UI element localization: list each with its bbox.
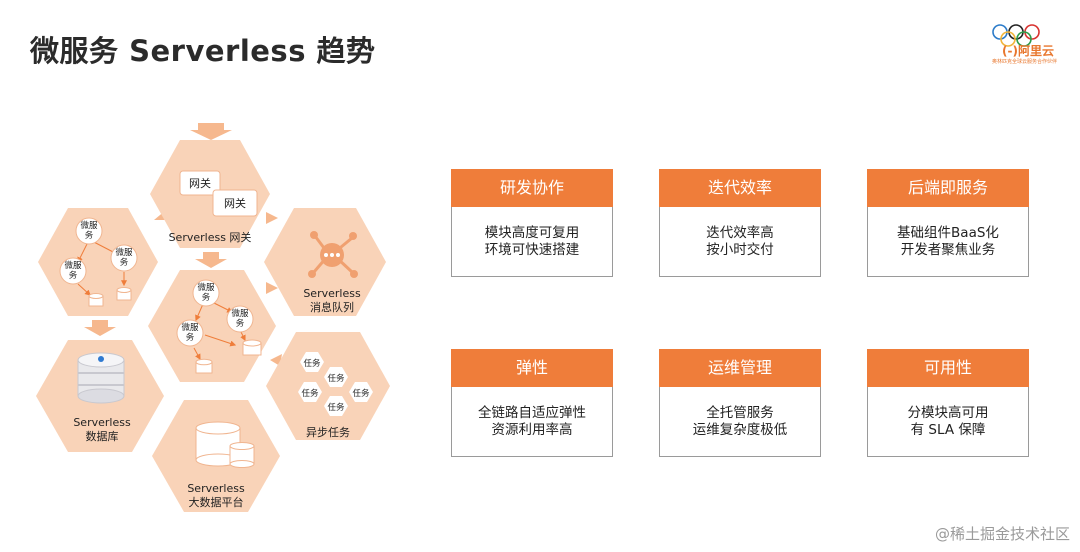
card-line: 资源利用率高 bbox=[491, 421, 573, 438]
task-node-5 bbox=[324, 396, 348, 416]
bigdata-label-1: Serverless bbox=[187, 482, 245, 495]
micro-db-b-icon bbox=[116, 287, 132, 301]
gateway-node-b bbox=[212, 189, 258, 217]
center-to-mq-arrow-icon bbox=[266, 282, 278, 294]
card-line: 迭代效率高 bbox=[706, 224, 774, 241]
card-body: 迭代效率高 按小时交付 bbox=[659, 207, 821, 277]
micro-node-b-label: 微服务 bbox=[115, 247, 133, 268]
card-line: 全托管服务 bbox=[706, 404, 774, 421]
micro-to-db-arrow-icon bbox=[84, 320, 116, 336]
card-title: 研发协作 bbox=[451, 169, 613, 207]
card-body: 全链路自适应弹性 资源利用率高 bbox=[451, 387, 613, 457]
card-line: 按小时交付 bbox=[706, 241, 774, 258]
card-availability: 可用性 分模块高可用 有 SLA 保障 bbox=[867, 349, 1029, 457]
center-node-a bbox=[192, 279, 220, 307]
gateway-to-micro-arrow-icon bbox=[154, 210, 168, 220]
card-rd-collaboration: 研发协作 模块高度可复用 环境可快速搭建 bbox=[451, 169, 613, 277]
card-elasticity: 弹性 全链路自适应弹性 资源利用率高 bbox=[451, 349, 613, 457]
task-node-2 bbox=[324, 367, 348, 387]
task-node-3-label: 任务 bbox=[301, 388, 319, 399]
aliyun-logo: (-)阿里云 bbox=[1002, 44, 1054, 58]
mq-label-1: Serverless bbox=[303, 287, 361, 300]
card-title: 后端即服务 bbox=[867, 169, 1029, 207]
card-line: 开发者聚焦业务 bbox=[900, 241, 996, 258]
card-body: 全托管服务 运维复杂度极低 bbox=[659, 387, 821, 457]
card-line: 模块高度可复用 bbox=[484, 224, 580, 241]
database-hex: Serverless 数据库 bbox=[36, 340, 164, 452]
center-node-a-label: 微服务 bbox=[197, 282, 215, 303]
task-node-4-label: 任务 bbox=[352, 388, 370, 399]
center-microservices-hex: 微服务 微服务 微服务 bbox=[148, 270, 276, 382]
database-label-2: 数据库 bbox=[86, 429, 119, 443]
micro-db-a-icon bbox=[88, 293, 104, 307]
micro-node-b bbox=[110, 244, 138, 272]
card-line: 运维复杂度极低 bbox=[692, 421, 788, 438]
center-db-b-icon bbox=[195, 358, 213, 374]
task-node-1 bbox=[300, 352, 324, 372]
task-node-1-label: 任务 bbox=[303, 358, 321, 369]
card-line: 基础组件BaaS化 bbox=[897, 224, 999, 241]
micro-node-c-label: 微服务 bbox=[64, 260, 82, 281]
card-body: 模块高度可复用 环境可快速搭建 bbox=[451, 207, 613, 277]
gateway-node-a bbox=[179, 170, 221, 196]
center-node-c bbox=[176, 319, 204, 347]
micro-node-a-label: 微服务 bbox=[80, 220, 98, 241]
card-iteration-efficiency: 迭代效率 迭代效率高 按小时交付 bbox=[659, 169, 821, 277]
olympic-rings-icon bbox=[992, 24, 1040, 47]
card-body: 基础组件BaaS化 开发者聚焦业务 bbox=[867, 207, 1029, 277]
brand-mark-icon: (-) bbox=[1002, 44, 1018, 58]
gateway-hex-label: Serverless 网关 bbox=[169, 230, 252, 244]
card-body: 分模块高可用 有 SLA 保障 bbox=[867, 387, 1029, 457]
card-title: 迭代效率 bbox=[659, 169, 821, 207]
microservices-hex: 微服务 微服务 微服务 bbox=[38, 208, 158, 316]
gateway-node-a-label: 网关 bbox=[189, 176, 211, 190]
message-queue-icon bbox=[308, 231, 358, 278]
gateway-node-b-label: 网关 bbox=[224, 196, 246, 210]
task-node-5-label: 任务 bbox=[327, 402, 345, 413]
gateway-to-center-arrow-icon bbox=[195, 252, 227, 268]
tasks-hex-label: 异步任务 bbox=[306, 426, 350, 439]
micro-node-a bbox=[75, 217, 103, 245]
database-icon bbox=[77, 352, 125, 404]
center-db-a-icon bbox=[242, 339, 262, 356]
card-line: 全链路自适应弹性 bbox=[478, 404, 586, 421]
card-line: 有 SLA 保障 bbox=[910, 421, 986, 438]
center-node-c-label: 微服务 bbox=[181, 322, 199, 343]
bigdata-label-2: 大数据平台 bbox=[189, 495, 244, 509]
card-ops-management: 运维管理 全托管服务 运维复杂度极低 bbox=[659, 349, 821, 457]
card-line: 环境可快速搭建 bbox=[484, 241, 580, 258]
watermark: @稀土掘金技术社区 bbox=[934, 525, 1070, 543]
card-title: 弹性 bbox=[451, 349, 613, 387]
center-node-b-label: 微服务 bbox=[231, 308, 249, 329]
tasks-hex: 任务 任务 任务 任务 任务 异步任务 bbox=[266, 332, 390, 440]
card-title: 运维管理 bbox=[659, 349, 821, 387]
card-title: 可用性 bbox=[867, 349, 1029, 387]
micro-node-c bbox=[59, 257, 87, 285]
mq-label-2: 消息队列 bbox=[310, 300, 354, 314]
bigdata-hex: Serverless 大数据平台 bbox=[152, 400, 280, 512]
card-line: 分模块高可用 bbox=[907, 404, 989, 421]
gateway-to-mq-arrow-icon bbox=[266, 212, 278, 224]
center-node-b bbox=[226, 305, 254, 333]
database-label-1: Serverless bbox=[73, 416, 131, 429]
gateway-hex: 网关 网关 Serverless 网关 bbox=[150, 140, 270, 248]
slide-title: 微服务 Serverless 趋势 bbox=[30, 34, 376, 68]
bigdata-storage-icon bbox=[195, 421, 255, 468]
card-backend-as-service: 后端即服务 基础组件BaaS化 开发者聚焦业务 bbox=[867, 169, 1029, 277]
top-arrow-icon bbox=[190, 123, 232, 140]
task-node-3 bbox=[298, 382, 322, 402]
center-to-task-arrow-icon bbox=[270, 354, 282, 366]
mq-hex: Serverless 消息队列 bbox=[264, 208, 386, 316]
task-node-2-label: 任务 bbox=[327, 373, 345, 384]
logo-tagline: 奥林匹克全球云服务合作伙伴 bbox=[992, 59, 1058, 65]
task-node-4 bbox=[349, 382, 373, 402]
